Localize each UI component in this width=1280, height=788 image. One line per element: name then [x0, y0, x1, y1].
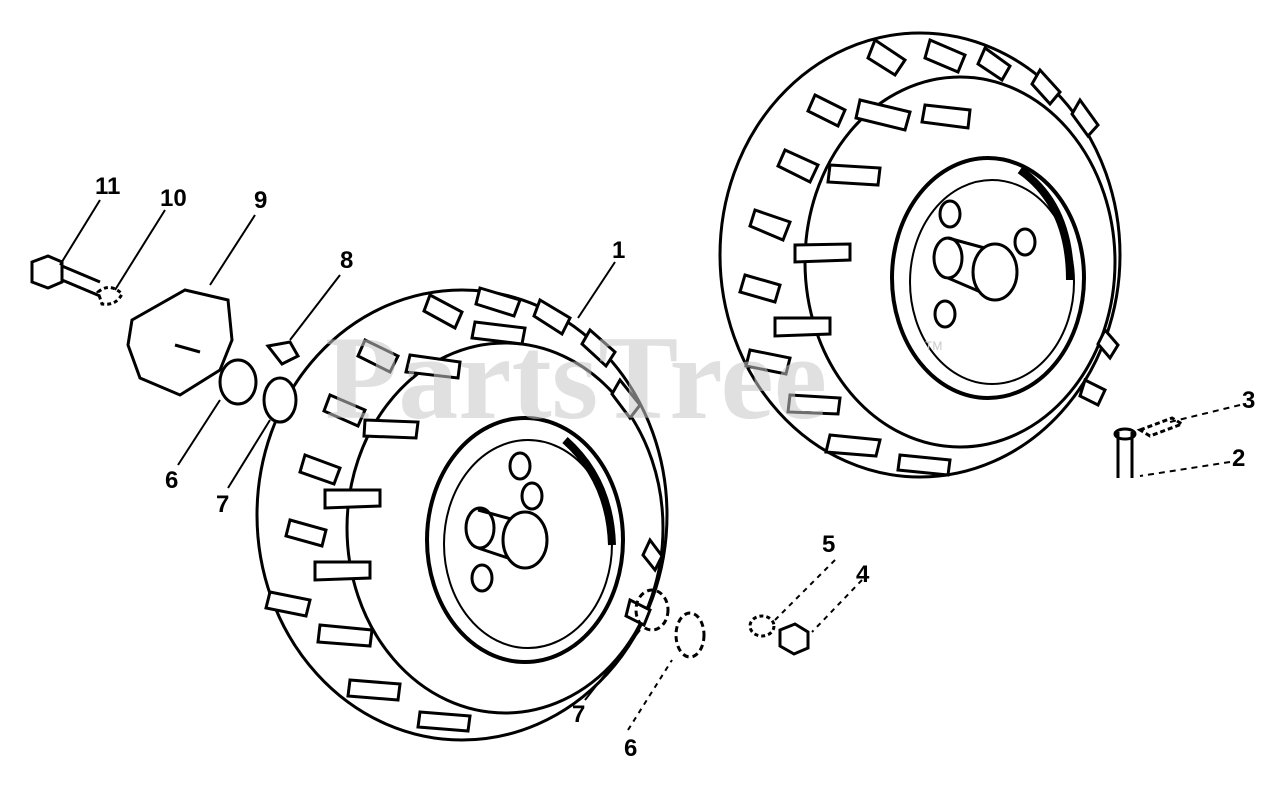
callout-4: 4: [856, 561, 870, 588]
washer-7-right: [634, 588, 670, 632]
hardware-right: [634, 416, 1186, 659]
washer-6-left: [218, 358, 258, 406]
wheel-right-hub-hole: [938, 199, 962, 229]
wheel-left: [255, 286, 669, 742]
wheel-weight: [126, 288, 234, 397]
bolt-head: [30, 254, 64, 290]
callout-10: 10: [160, 185, 187, 212]
leader-lines: [59, 199, 1241, 731]
wheel-right-treads: [738, 37, 1120, 477]
callout-5: 5: [822, 531, 835, 558]
callout-6-right: 6: [624, 735, 637, 762]
callout-7-left: 7: [216, 491, 229, 518]
hardware-left: [30, 254, 301, 424]
watermark-tm: TM: [925, 339, 942, 353]
wheel-right-hub-hole: [933, 299, 957, 329]
callouts: 11 10 9 8 1 6 7 3 2 5 4 7 6: [95, 173, 1255, 762]
clevis-pin-2: [1116, 432, 1134, 478]
lock-washer: [96, 286, 124, 306]
cotter-pin-3: [1136, 416, 1186, 438]
wheel-left-hub-face: [501, 510, 549, 570]
callout-7-right: 7: [572, 701, 585, 728]
washer-6-right: [674, 611, 706, 659]
callout-1: 1: [612, 237, 625, 264]
wheel-left-hub-back: [464, 506, 496, 550]
washer-7-left: [262, 376, 298, 424]
callout-6-left: 6: [165, 467, 178, 494]
wheel-left-hub-hole: [520, 481, 544, 511]
wheel-right: [718, 31, 1122, 479]
callout-2: 2: [1232, 445, 1245, 472]
callout-11: 11: [95, 173, 120, 200]
valve-stem: [265, 340, 301, 366]
wheel-right-hub-back: [932, 236, 964, 280]
wheel-left-hub-hole: [470, 563, 494, 593]
wheel-right-hub-face: [971, 242, 1019, 302]
wheel-right-rim-shadow: [1017, 166, 1074, 281]
hex-nut-4: [778, 622, 810, 656]
lock-washer-5: [748, 614, 776, 638]
callout-3: 3: [1242, 387, 1255, 414]
wheel-left-hub-hole: [508, 451, 532, 481]
wheel-left-treads: [264, 286, 664, 733]
wheel-right-hub-hole: [1013, 227, 1037, 257]
wheel-weight-slot: [174, 343, 201, 354]
clevis-pin-head: [1113, 427, 1137, 441]
callout-8: 8: [340, 247, 353, 274]
watermark-text: PartsTree: [325, 311, 827, 444]
wheel-left-rim-shadow: [562, 437, 616, 546]
callout-9: 9: [254, 187, 267, 214]
wheel-right-rim-inner: [909, 179, 1075, 385]
bolt-shank: [61, 264, 101, 298]
